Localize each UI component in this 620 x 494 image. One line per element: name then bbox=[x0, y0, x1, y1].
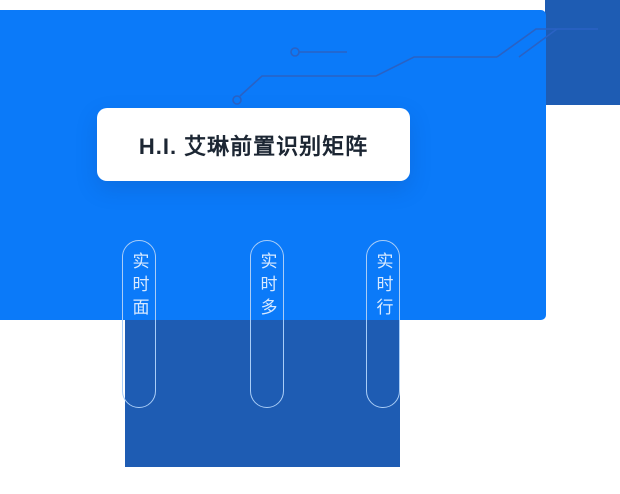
feature-pill: 实时多 bbox=[250, 240, 284, 408]
accent-square bbox=[545, 0, 620, 105]
feature-pill: 实时面 bbox=[122, 240, 156, 408]
title-card: H.I. 艾琳前置识别矩阵 bbox=[97, 108, 410, 181]
title-text: H.I. 艾琳前置识别矩阵 bbox=[138, 133, 369, 159]
feature-pill-label: 实时多 bbox=[257, 252, 277, 321]
feature-pill-label: 实时行 bbox=[373, 252, 393, 321]
feature-pill-label: 实时面 bbox=[129, 252, 149, 321]
feature-pill: 实时行 bbox=[366, 240, 400, 408]
